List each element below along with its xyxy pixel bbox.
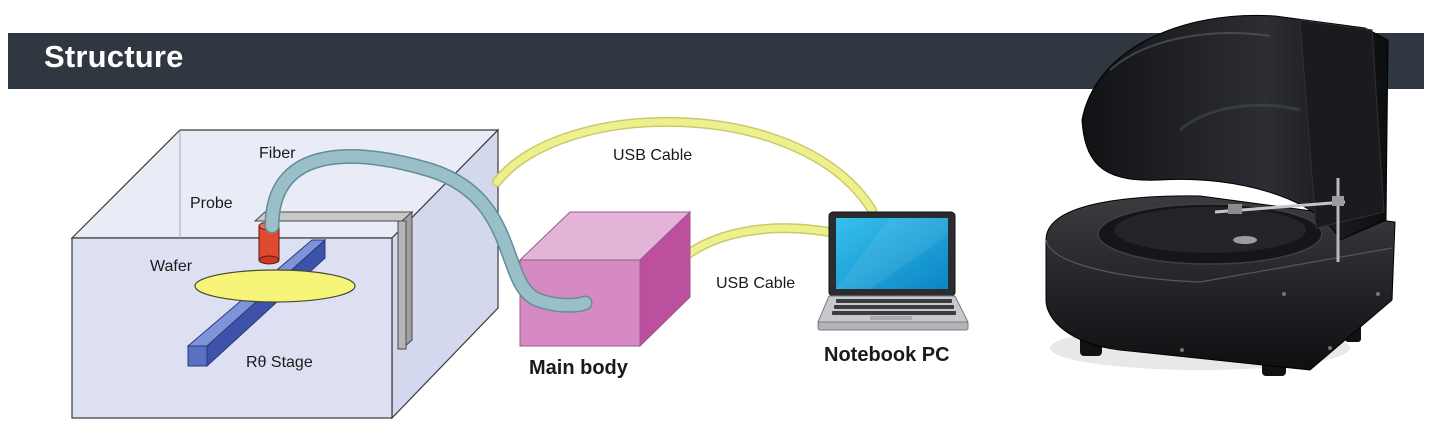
label-notebook-pc: Notebook PC (824, 344, 950, 366)
wafer-thickness-measurement-device-icon (1045, 14, 1396, 376)
probe (258, 221, 280, 265)
usb-cable-chamber-to-pc (492, 116, 877, 215)
label-probe: Probe (190, 195, 233, 212)
wafer (194, 269, 356, 303)
label-fiber: Fiber (259, 145, 296, 162)
label-main-body: Main body (529, 357, 629, 379)
notebook-pc-icon (817, 211, 969, 331)
fiber (264, 149, 593, 313)
label-usb-cable-top: USB Cable (613, 147, 692, 164)
label-stage: Rθ Stage (246, 354, 313, 371)
main-body-box (518, 210, 692, 348)
probe-arm (253, 210, 414, 351)
page-title: Structure (44, 39, 184, 74)
label-usb-cable-mid: USB Cable (716, 275, 795, 292)
label-wafer: Wafer (150, 258, 193, 275)
